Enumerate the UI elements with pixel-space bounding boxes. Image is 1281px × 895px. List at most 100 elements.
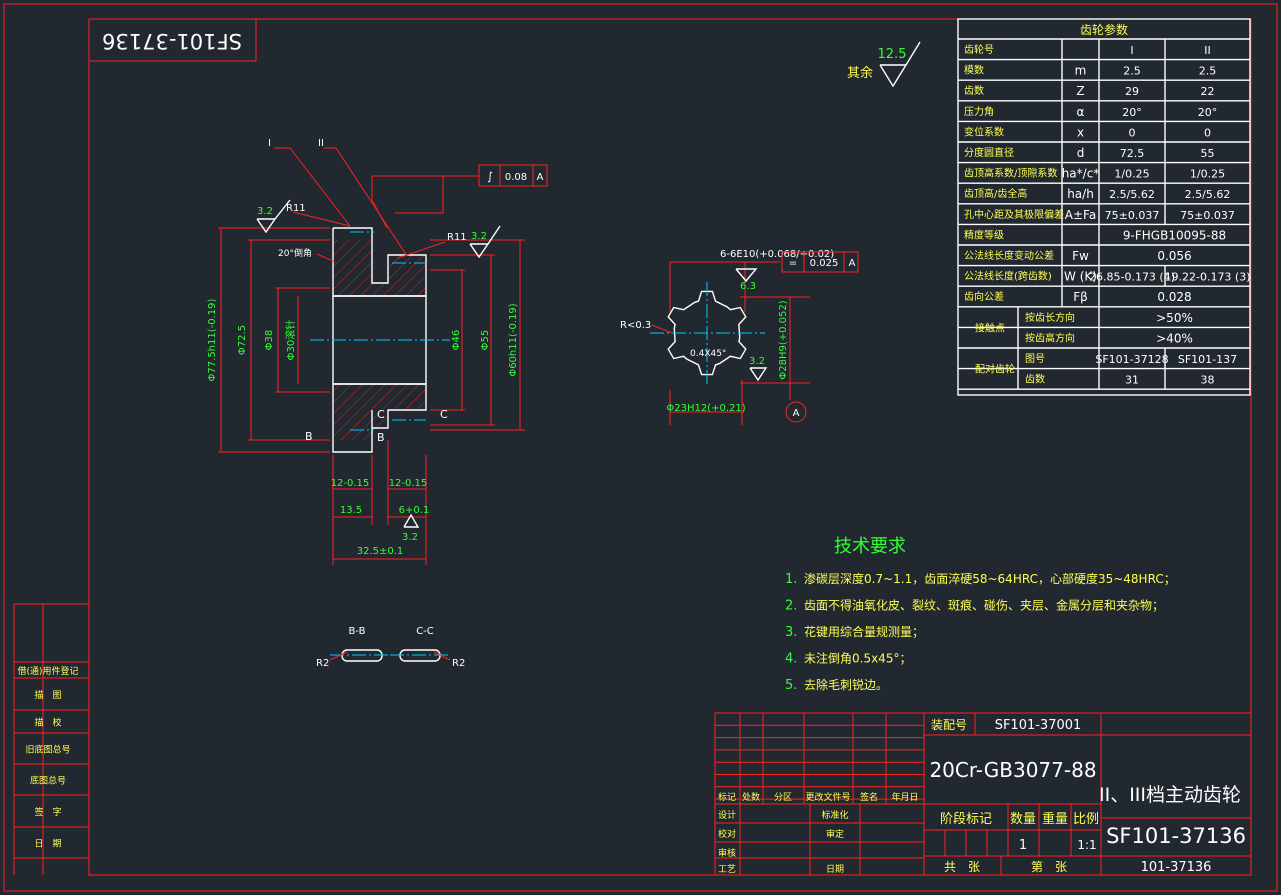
side-column-label: 描 校: [34, 717, 61, 729]
gear-table-symbol: ha/h: [1067, 187, 1094, 201]
section-cc-title: C-C: [416, 626, 434, 637]
weight-label: 重量: [1042, 811, 1068, 827]
side-column-label: 描 图: [34, 689, 61, 701]
tech-req-number: 4.: [785, 652, 797, 667]
gear-table-value-2: 20°: [1198, 106, 1218, 119]
chamfer-note: 20°倒角: [278, 247, 312, 259]
dim-width: 32.5±0.1: [357, 546, 404, 557]
tech-req-item: 花键用综合量规测量；: [804, 624, 924, 639]
gear-table-value-2: 75±0.037: [1180, 209, 1235, 222]
gear-table-value-2: 55: [1201, 147, 1215, 160]
signature-label: 校对: [718, 828, 736, 840]
assembly-no-value: SF101-37001: [995, 718, 1082, 733]
side-column-label: 签 字: [34, 806, 61, 818]
dim-d46: Φ46: [451, 330, 462, 351]
gear-table-group-label: 接触点: [975, 321, 1005, 334]
tech-req-title: 技术要求: [834, 536, 906, 557]
dim-groove1: 12-0.15: [331, 478, 370, 489]
gear-table-value-1: 31: [1125, 374, 1139, 387]
gear-table-value-1: 2.5: [1123, 65, 1141, 78]
dim-d60: Φ60h11(-0.19): [508, 303, 519, 376]
gear-table-value-2: SF101-137: [1178, 353, 1237, 366]
revision-column-label: 签名: [860, 791, 878, 803]
dim-od: Φ77.5h11(-0.19): [207, 298, 218, 381]
section-bb-title: B-B: [349, 626, 366, 637]
short-number: 101-37136: [1141, 860, 1212, 875]
gear-table-row-label: 变位系数: [964, 125, 1004, 138]
gtol-runout-value: 0.08: [505, 172, 527, 183]
gear-table-row-label: 齿数: [964, 84, 984, 97]
section-mark-B-1: B: [305, 430, 313, 443]
signature-label-right: 标准化: [821, 809, 848, 821]
gear-table-row-label: 模数: [964, 64, 984, 77]
rotated-drawing-number: SF101-37136: [102, 29, 242, 53]
section-mark-C-1: C: [377, 408, 385, 421]
gear-table-span-value: 9-FHGB10095-88: [1123, 228, 1226, 242]
quantity-label: 数量: [1010, 812, 1036, 827]
gear-table-symbol: Z: [1076, 84, 1084, 98]
gear-table-value-1: I: [1130, 44, 1133, 57]
side-column-label: 借(通)用件登记: [17, 665, 78, 677]
spline-rough-label: 6.3: [740, 281, 756, 292]
rough-label-3: 3.2: [402, 532, 418, 543]
gear-table-row-label: 齿向公差: [964, 290, 1004, 303]
roughness-rest-value: 12.5: [878, 47, 907, 62]
gear-table-symbol: Fw: [1072, 249, 1089, 263]
spline-rough-label-2: 3.2: [749, 356, 765, 367]
side-column-label: 旧底图总号: [25, 744, 70, 756]
radius-label-2: R11: [447, 232, 467, 243]
revision-column-label: 处数: [742, 791, 760, 803]
gear-table-value-1: 26.85-0.173 (4): [1089, 271, 1175, 284]
gear-table-row-label: 齿顶高/齿全高: [964, 187, 1027, 200]
gear-table-value-1: 72.5: [1120, 147, 1145, 160]
side-column-label: 日 期: [34, 839, 61, 850]
scale-value: 1:1: [1077, 838, 1096, 852]
datum-A-circle: [785, 401, 807, 423]
gear-table-value-1: 20°: [1122, 106, 1142, 119]
spline-tol-symbol: =: [789, 258, 797, 269]
leader-I: I: [268, 138, 271, 149]
gear-table-symbol: x: [1077, 125, 1084, 139]
revision-column-label: 更改文件号: [805, 791, 850, 803]
dim-bore: Φ30滚针: [284, 320, 297, 361]
scale-label: 比例: [1073, 812, 1099, 827]
gear-table-value-2: II: [1204, 44, 1211, 57]
signature-label: 工艺: [718, 864, 736, 875]
gear-table-title: 齿轮参数: [1080, 22, 1128, 37]
spline-chamfer-note: 0.4X45°: [690, 349, 726, 359]
spline-end-view: R<0.3 0.4X45° 6-6E10(+0.068/+0.02) 6.3 =…: [620, 249, 859, 425]
gear-table-value-2: 2.5: [1199, 65, 1217, 78]
spline-width-dim: 6-6E10(+0.068/+0.02): [720, 249, 834, 260]
sheet-label: 第 张: [1031, 860, 1067, 874]
gear-table-value-1: 75±0.037: [1105, 209, 1160, 222]
gtol-runout-symbol: ∫: [487, 170, 493, 183]
gear-table-row-label: 压力角: [964, 105, 994, 118]
spline-radius-note: R<0.3: [620, 320, 651, 331]
gear-table-span-value: 0.028: [1157, 290, 1191, 304]
signature-label-right: 日期: [826, 864, 844, 875]
revision-column-label: 年月日: [891, 791, 918, 803]
gear-table-row-label: 齿轮号: [964, 43, 994, 56]
gear-table-value-2: 38: [1201, 374, 1215, 387]
gear-table-value-1: 29: [1125, 85, 1139, 98]
section-views: B-B C-C R2 R2: [316, 626, 465, 669]
signature-label: 审核: [718, 847, 736, 859]
material-spec: 20Cr-GB3077-88: [929, 758, 1096, 782]
dim-pitch: Φ72.5: [237, 325, 248, 355]
spline-minor-dim: Φ23H12(+0.21): [666, 403, 745, 414]
gear-table-symbol: α: [1077, 105, 1085, 119]
tech-req-item: 齿面不得油氧化皮、裂纹、斑痕、碰伤、夹层、金属分层和夹杂物；: [804, 598, 1164, 613]
assembly-no-label: 装配号: [931, 718, 967, 732]
spline-tol-datum: A: [849, 258, 856, 269]
tech-req-item: 去除毛刺锐边。: [804, 677, 888, 692]
gtol-runout-datum: A: [537, 172, 544, 183]
section-mark-B-2: B: [377, 431, 385, 444]
gear-table-span-value: >50%: [1156, 311, 1193, 325]
gear-table-sub-label: 按齿高方向: [1025, 331, 1075, 344]
gear-table-value-1: 1/0.25: [1114, 168, 1149, 181]
gear-table-value-1: SF101-37128: [1095, 353, 1168, 366]
gear-table-symbol: Fβ: [1073, 290, 1088, 304]
